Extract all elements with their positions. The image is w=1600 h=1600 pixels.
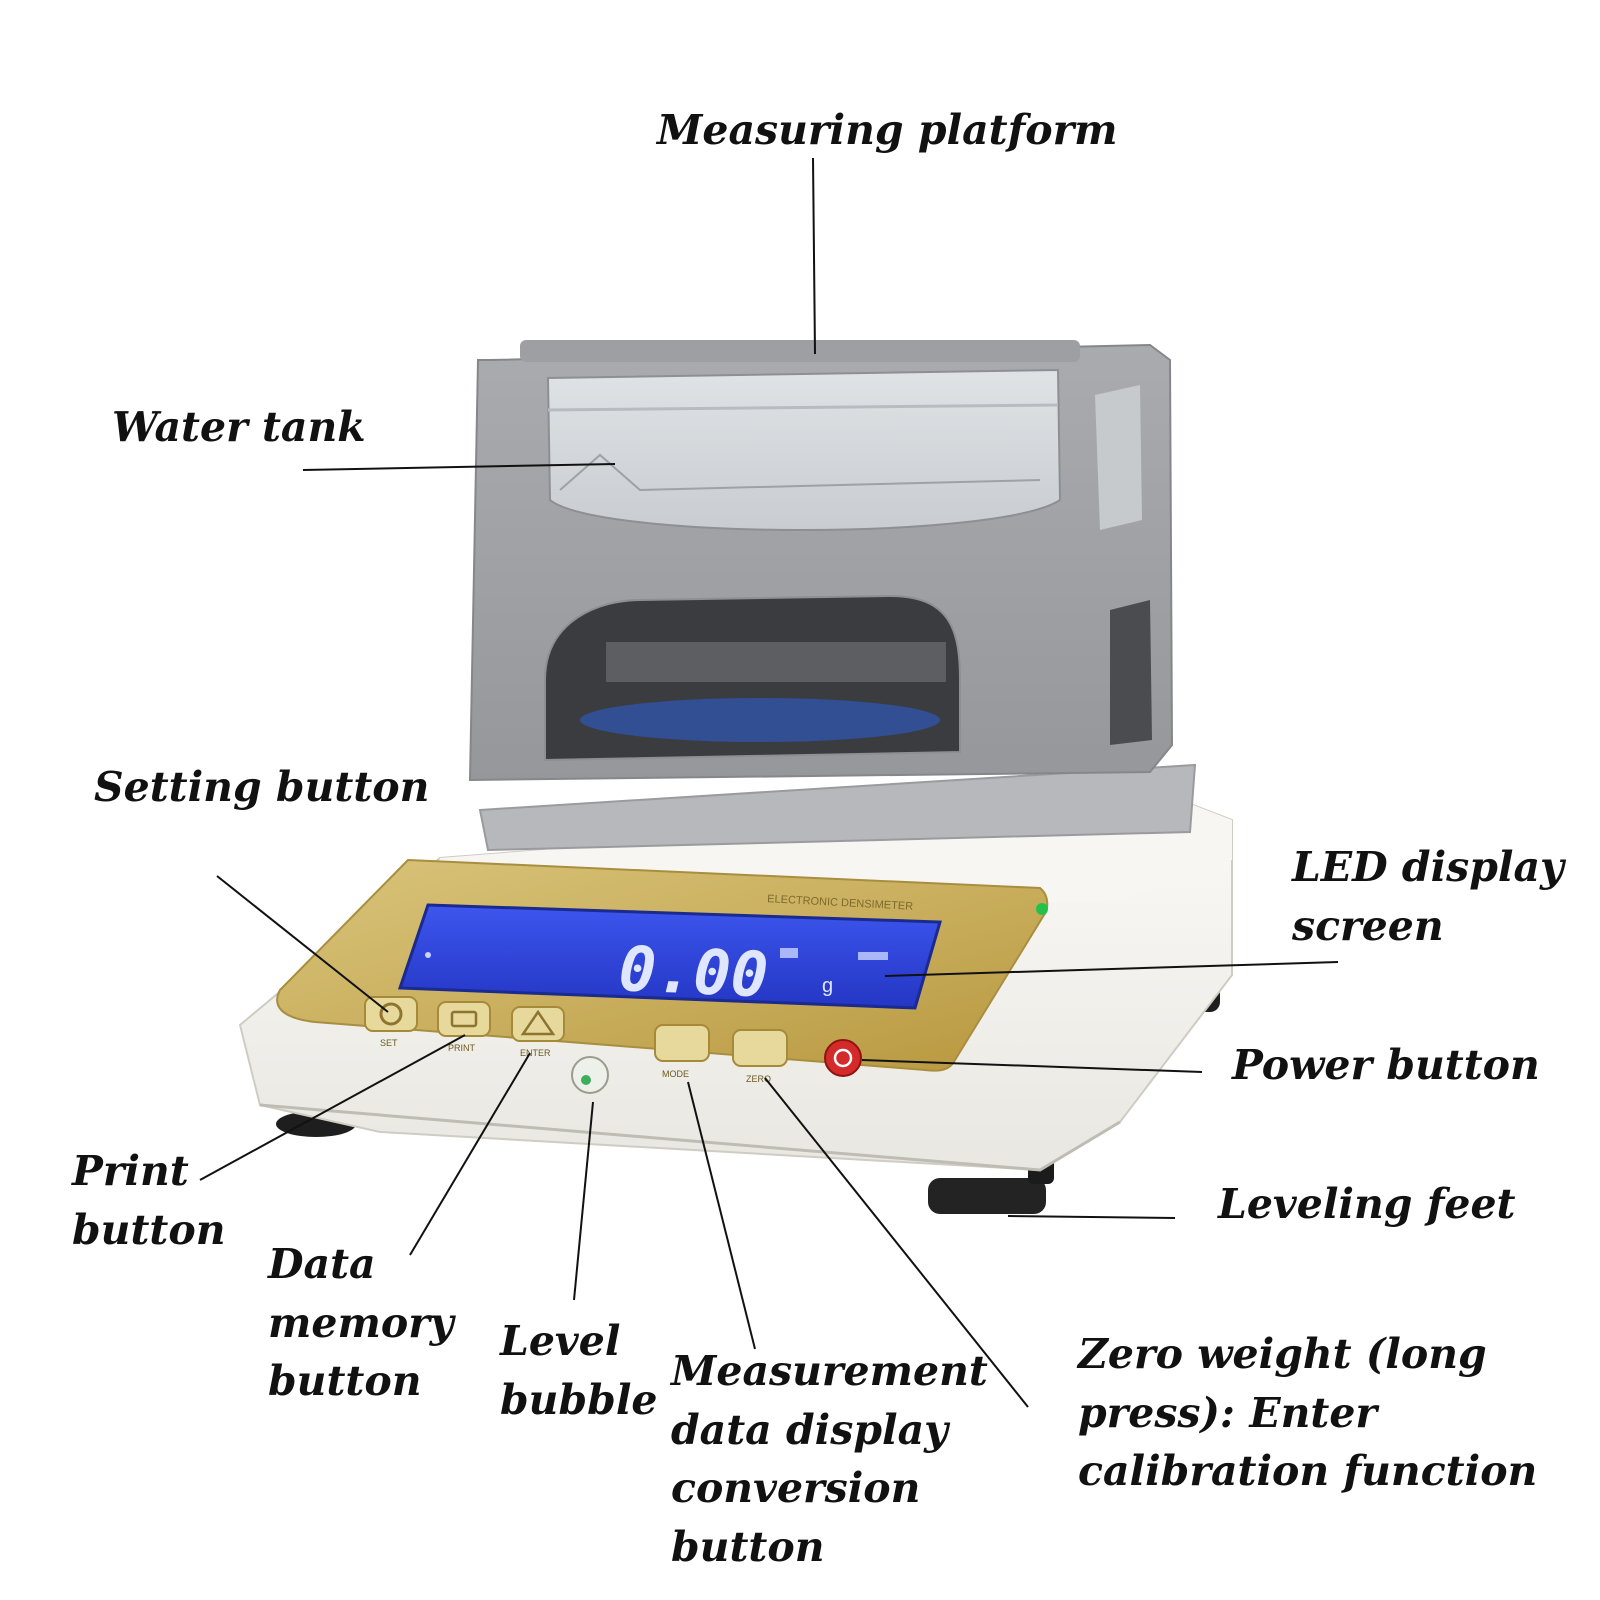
tank-housing bbox=[468, 340, 1174, 782]
callout-led-display: LED display screen bbox=[1292, 843, 1564, 950]
callout-zero-weight: Zero weight (long press): Enter calibrat… bbox=[1078, 1330, 1538, 1496]
level-bubble bbox=[571, 1056, 609, 1094]
measurement-conversion-button[interactable]: MODE bbox=[654, 1024, 710, 1079]
weighing-plate bbox=[478, 763, 1197, 852]
callout-setting-button: Setting button bbox=[94, 763, 430, 811]
callout-leveling-feet: Leveling feet bbox=[1218, 1180, 1516, 1228]
callout-data-memory-button: Data memory button bbox=[268, 1240, 454, 1406]
printer-icon bbox=[450, 1010, 478, 1028]
leader-lines bbox=[199, 157, 1339, 1408]
callout-power-button: Power button bbox=[1232, 1041, 1540, 1089]
pyramid-icon bbox=[520, 1009, 556, 1036]
callout-measuring-platform: Measuring platform bbox=[657, 106, 1118, 154]
led-display-screen: 0.00 g bbox=[397, 903, 942, 1011]
callout-measurement-conversion-button: Measurement data display conversion butt… bbox=[671, 1347, 988, 1571]
power-button[interactable] bbox=[824, 1039, 862, 1077]
display-unit: g bbox=[822, 975, 833, 997]
gear-icon bbox=[379, 1002, 403, 1026]
display-reading: 0.00 bbox=[617, 932, 769, 1011]
indicator-light bbox=[1036, 903, 1048, 915]
data-memory-button-label: ENTER bbox=[520, 1048, 551, 1058]
callout-water-tank: Water tank bbox=[112, 403, 366, 451]
power-icon bbox=[833, 1048, 853, 1068]
zero-button-label: ZERO bbox=[746, 1074, 771, 1084]
print-button-label: PRINT bbox=[448, 1043, 476, 1053]
setting-button[interactable]: SET bbox=[364, 996, 418, 1048]
callout-print-button: Print button bbox=[72, 1147, 226, 1254]
callout-level-bubble: Level bubble bbox=[500, 1317, 658, 1424]
data-memory-button[interactable]: ENTER bbox=[511, 1006, 565, 1058]
mode-button-label: MODE bbox=[662, 1069, 689, 1079]
setting-button-label: SET bbox=[380, 1038, 398, 1048]
zero-button[interactable]: ZERO bbox=[732, 1029, 788, 1084]
